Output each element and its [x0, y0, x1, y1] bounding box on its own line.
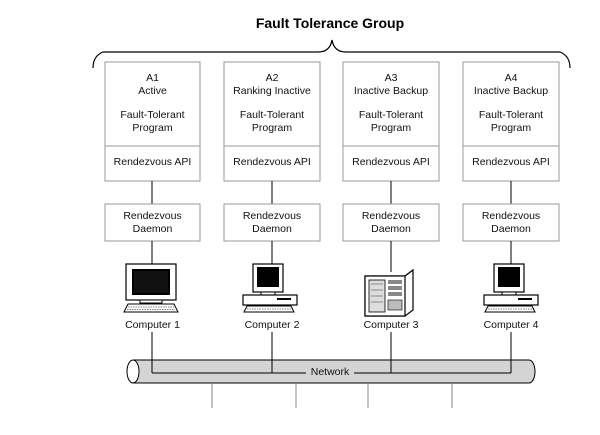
workstation-icon [123, 263, 179, 313]
computer-network-connectors [151, 332, 512, 374]
program-box-a3 [342, 61, 440, 182]
node-a4: A4 Inactive Backup [463, 72, 559, 98]
program-text-2: Program [132, 122, 173, 134]
daemon-text: Rendezvous [123, 210, 182, 222]
daemon-text: Rendezvous [361, 210, 421, 222]
server-tower-icon [364, 268, 414, 317]
node-a3: A3 Inactive Backup [343, 72, 439, 98]
computer-label-4: Computer 4 [483, 319, 539, 331]
daemon-text-2: Daemon [132, 223, 173, 235]
daemon-text-2: Daemon [371, 223, 411, 235]
node-id: A1 [146, 72, 159, 84]
program-label-a2: Fault-Tolerant Program [224, 109, 320, 135]
node-status: Inactive Backup [473, 85, 549, 97]
program-text-2: Program [370, 122, 412, 134]
daemon-label-a3: Rendezvous Daemon [343, 210, 439, 236]
program-text: Fault-Tolerant [358, 109, 424, 121]
program-box-a1 [104, 61, 201, 182]
network-drop-lines [211, 383, 453, 408]
program-boxes [104, 61, 560, 182]
api-daemon-connectors [151, 181, 512, 204]
computer-label-3: Computer 3 [363, 319, 419, 331]
api-label-a1: Rendezvous API [113, 156, 192, 168]
computer-label-2: Computer 2 [244, 319, 300, 331]
daemon-box-a1 [104, 203, 201, 242]
program-text: Fault-Tolerant [239, 109, 305, 121]
desktop-pc-icon [483, 263, 539, 313]
daemon-text: Rendezvous [481, 210, 541, 222]
program-text: Fault-Tolerant [478, 109, 544, 121]
node-id: A3 [384, 72, 398, 84]
node-status: Active [138, 85, 167, 97]
program-box-a4 [462, 61, 560, 182]
network-label: Network [306, 366, 354, 379]
desktop-pc-icon [242, 263, 298, 313]
daemon-text-2: Daemon [252, 223, 292, 235]
diagram-title: Fault Tolerance Group [255, 15, 405, 31]
daemon-text-2: Daemon [491, 223, 531, 235]
program-label-a4: Fault-Tolerant Program [463, 109, 559, 135]
node-a1: A1 Active [105, 72, 200, 98]
api-label-a3: Rendezvous API [352, 156, 430, 168]
daemon-label-a1: Rendezvous Daemon [105, 210, 200, 236]
daemon-boxes [104, 203, 560, 242]
computer-label-1: Computer 1 [125, 319, 180, 331]
program-label-a3: Fault-Tolerant Program [343, 109, 439, 135]
daemon-text: Rendezvous [242, 210, 302, 222]
api-label-a4: Rendezvous API [472, 156, 550, 168]
program-text-2: Program [490, 122, 532, 134]
api-label-a2: Rendezvous API [233, 156, 311, 168]
node-id: A4 [504, 72, 518, 84]
node-status: Ranking Inactive [233, 85, 311, 97]
daemon-label-a2: Rendezvous Daemon [224, 210, 320, 236]
program-text-2: Program [251, 122, 293, 134]
program-text: Fault-Tolerant [120, 109, 185, 121]
daemon-label-a4: Rendezvous Daemon [463, 210, 559, 236]
node-id: A2 [265, 72, 279, 84]
node-status: Inactive Backup [353, 85, 429, 97]
daemon-computer-connectors [151, 241, 512, 272]
program-label-a1: Fault-Tolerant Program [105, 109, 200, 135]
node-a2: A2 Ranking Inactive [224, 72, 320, 98]
group-brace [92, 39, 571, 69]
